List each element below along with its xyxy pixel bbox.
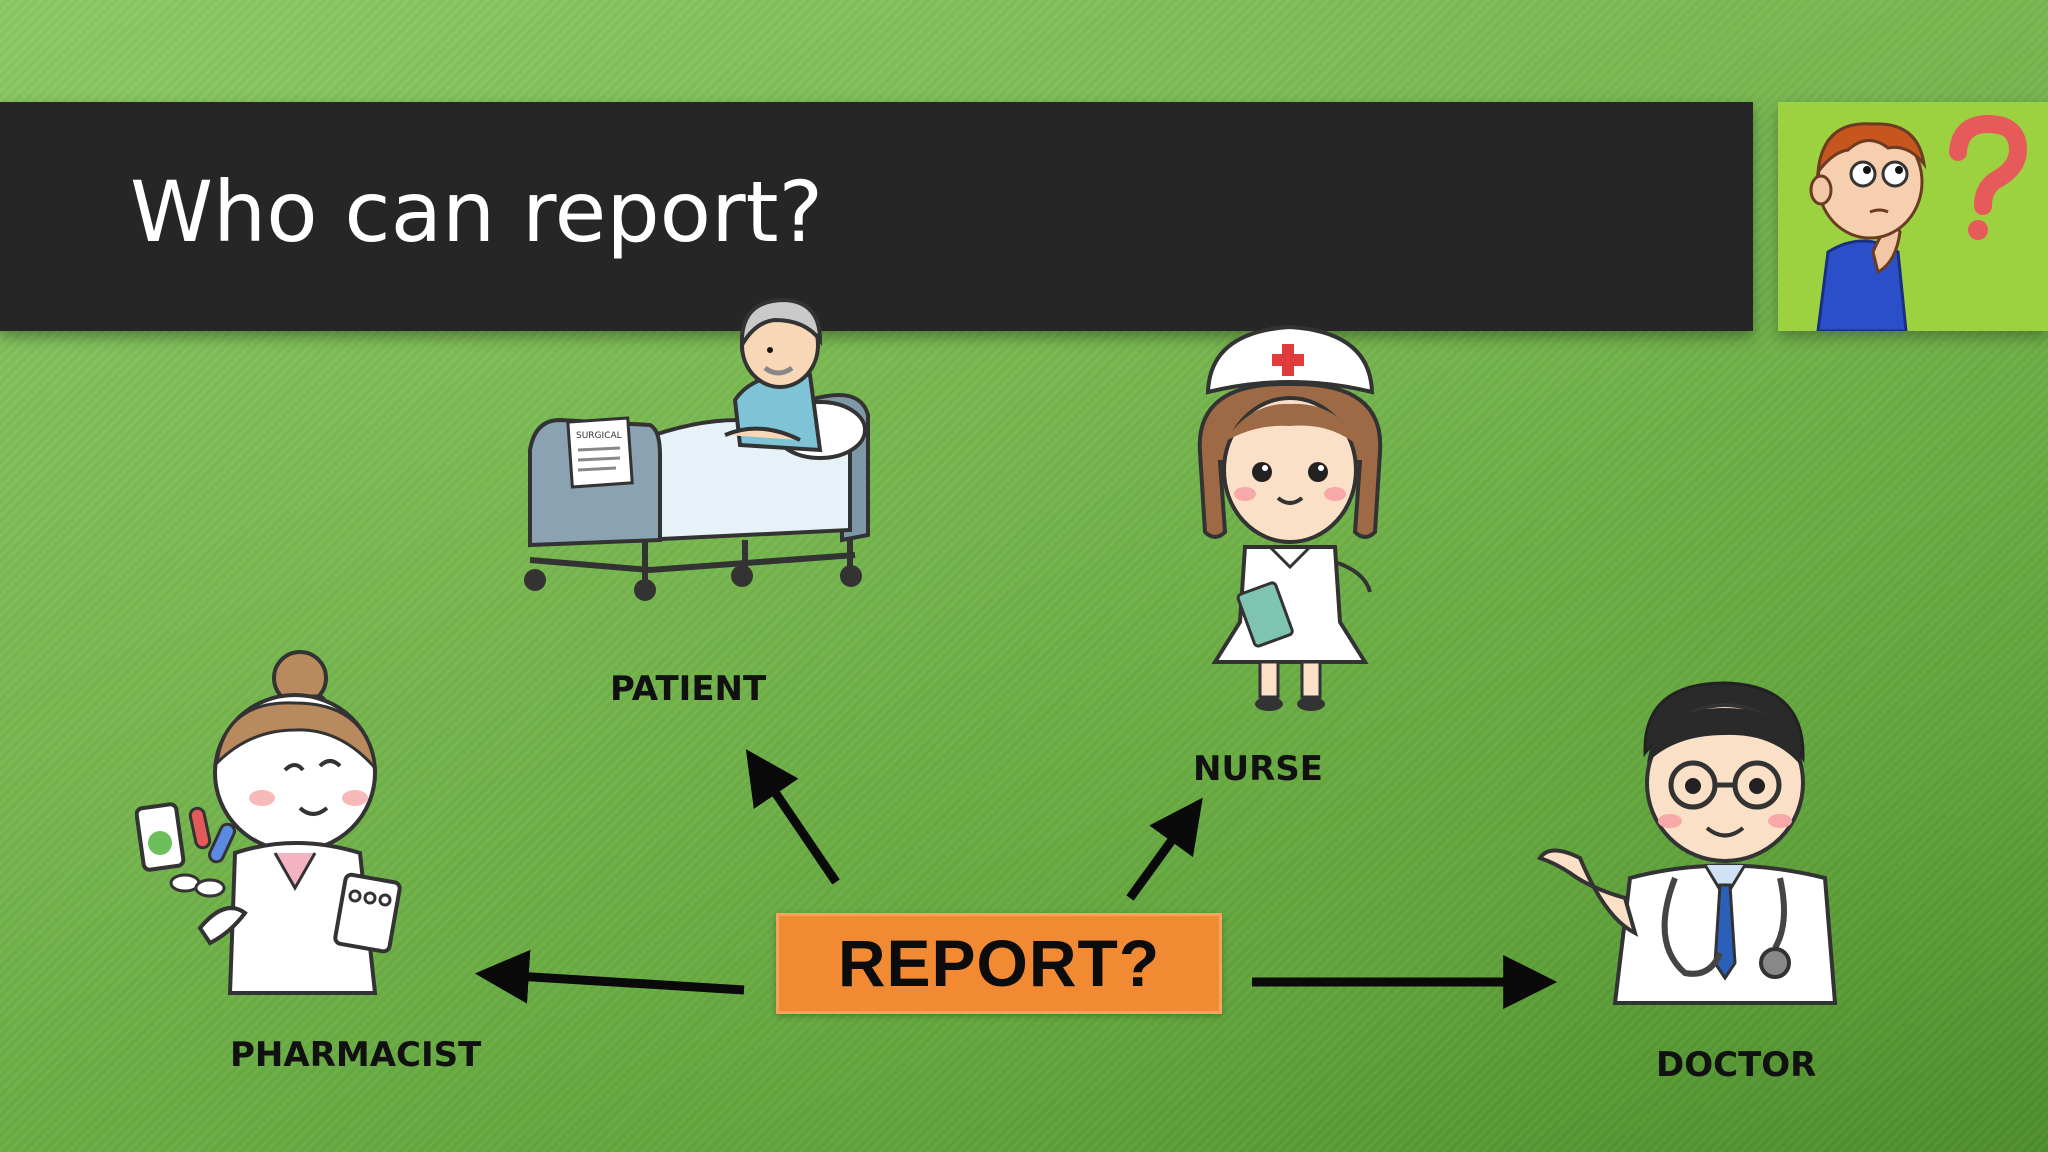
thinking-boy-illustration xyxy=(1778,102,2048,331)
arrow-to-patient xyxy=(745,749,840,885)
doctor-illustration xyxy=(1535,673,1845,1008)
pharmacist-illustration xyxy=(135,648,415,1003)
arrow-to-nurse xyxy=(1126,797,1203,901)
report-label: REPORT? xyxy=(837,926,1161,1000)
label-doctor: DOCTOR xyxy=(1656,1045,1817,1085)
title-bar: Who can report? xyxy=(0,102,1753,331)
chart-sheet-text: SURGICAL xyxy=(576,431,622,441)
report-box: REPORT? xyxy=(776,913,1222,1014)
slide-title: Who can report? xyxy=(130,163,824,261)
patient-illustration: SURGICAL xyxy=(520,290,880,610)
nurse-illustration xyxy=(1190,322,1390,717)
arrow-to-pharmacist xyxy=(474,949,745,1004)
label-nurse: NURSE xyxy=(1193,749,1323,789)
label-patient: PATIENT xyxy=(610,669,767,709)
label-pharmacist: PHARMACIST xyxy=(230,1035,482,1075)
